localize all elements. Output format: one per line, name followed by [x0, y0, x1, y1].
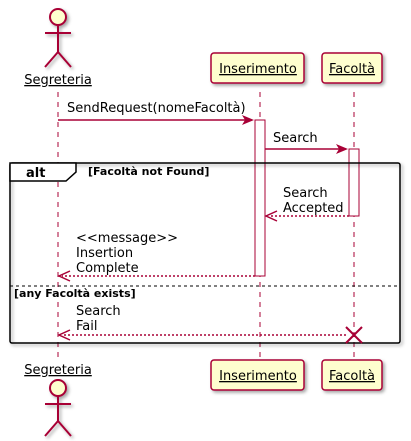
msg-search-label: Search — [273, 131, 318, 146]
participant-inserimento-top — [210, 52, 305, 84]
msg-send-request-label: SendRequest(nomeFacoltà) — [67, 101, 246, 116]
alt-guard-2: [any Facoltà exists] — [14, 287, 136, 300]
msg-search-fail-arrowhead — [57, 329, 71, 341]
participant-facolta-bottom-label: Facoltà — [329, 369, 375, 384]
msg-search-fail-label-2: Fail — [76, 319, 97, 334]
participant-facolta-top — [321, 52, 383, 84]
participant-segreteria-top-label: Segreteria — [24, 73, 92, 88]
msg-insertion-label-1: <<message>> — [76, 231, 178, 246]
participant-inserimento-bottom-label: Inserimento — [219, 369, 297, 384]
alt-guard-1: [Facoltà not Found] — [88, 165, 209, 178]
participant-segreteria-bottom-label: Segreteria — [24, 363, 92, 378]
msg-search-accepted-label-1: Search — [283, 186, 328, 201]
msg-send-request-arrowhead — [242, 115, 254, 125]
msg-search-accepted-label-2: Accepted — [283, 201, 344, 216]
participant-inserimento-top-label: Inserimento — [219, 62, 297, 77]
activation-facolta — [348, 148, 360, 217]
participant-inserimento-bottom — [210, 359, 305, 391]
msg-insertion-label-3: Complete — [76, 261, 139, 276]
participant-facolta-top-label: Facoltà — [329, 62, 375, 77]
msg-search-accepted-arrowhead — [264, 210, 278, 222]
alt-keyword: alt — [26, 166, 45, 181]
activation-inserimento — [254, 119, 266, 277]
actor-segreteria-bottom — [44, 379, 72, 437]
destroy-x-icon — [345, 326, 363, 344]
alt-fragment-tab — [9, 162, 77, 182]
alt-fragment — [9, 162, 401, 344]
actor-segreteria-top — [44, 8, 72, 68]
msg-search-fail-label-1: Search — [76, 304, 121, 319]
msg-insertion-arrowhead — [57, 270, 71, 282]
msg-search-arrowhead — [336, 144, 348, 154]
participant-facolta-bottom — [321, 359, 383, 391]
msg-insertion-label-2: Insertion — [76, 246, 133, 261]
